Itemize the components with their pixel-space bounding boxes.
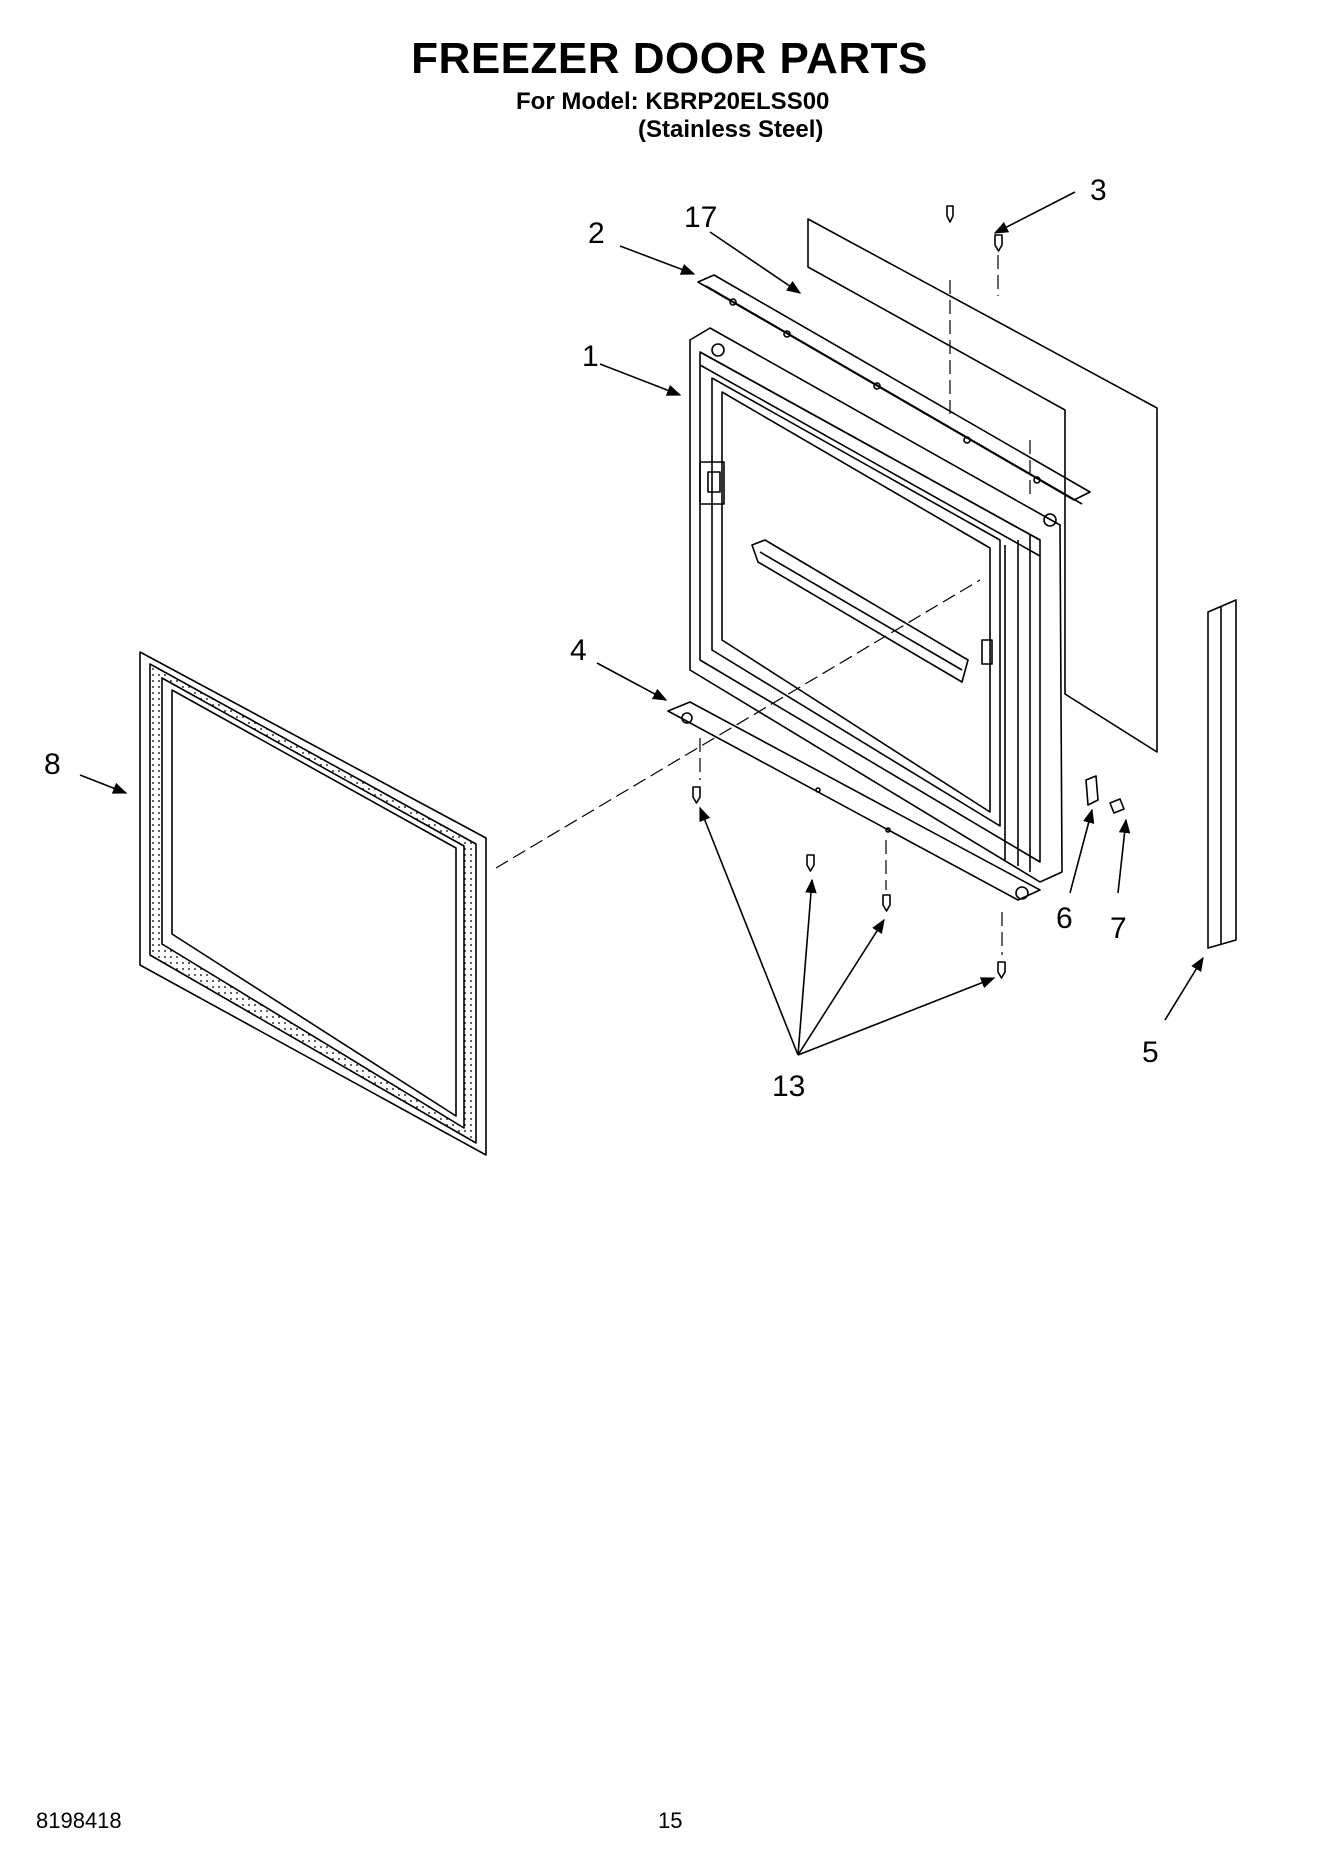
callout-2: 2 (588, 217, 605, 250)
callout-7: 7 (1110, 912, 1127, 945)
leader-lines (79, 191, 1204, 1056)
page-title: FREEZER DOOR PARTS (411, 34, 928, 83)
screws (692, 205, 1125, 979)
model-line: For Model: KBRP20ELSS00 (516, 88, 830, 115)
part-4-bottom-bracket (667, 701, 1041, 901)
part-6-clip (1085, 775, 1099, 806)
part-17-panel (807, 218, 1158, 753)
part-8-gasket (139, 651, 487, 1156)
part-1-door-liner (689, 327, 1063, 883)
callout-4: 4 (570, 634, 587, 667)
finish-line: (Stainless Steel) (638, 116, 824, 143)
part-5-trim (1207, 599, 1237, 949)
callout-labels: 2 17 3 1 4 8 6 7 5 13 (44, 174, 1159, 1103)
callout-13: 13 (772, 1070, 805, 1103)
document-number: 8198418 (36, 1808, 122, 1833)
callout-5: 5 (1142, 1036, 1159, 1069)
callout-6: 6 (1056, 902, 1073, 935)
callout-17: 17 (684, 201, 717, 234)
page-number: 15 (658, 1808, 683, 1833)
callout-3: 3 (1090, 174, 1107, 207)
callout-1: 1 (582, 340, 599, 373)
assembly-lines (495, 255, 1031, 955)
callout-8: 8 (44, 748, 61, 781)
part-2-top-bracket (697, 274, 1091, 505)
